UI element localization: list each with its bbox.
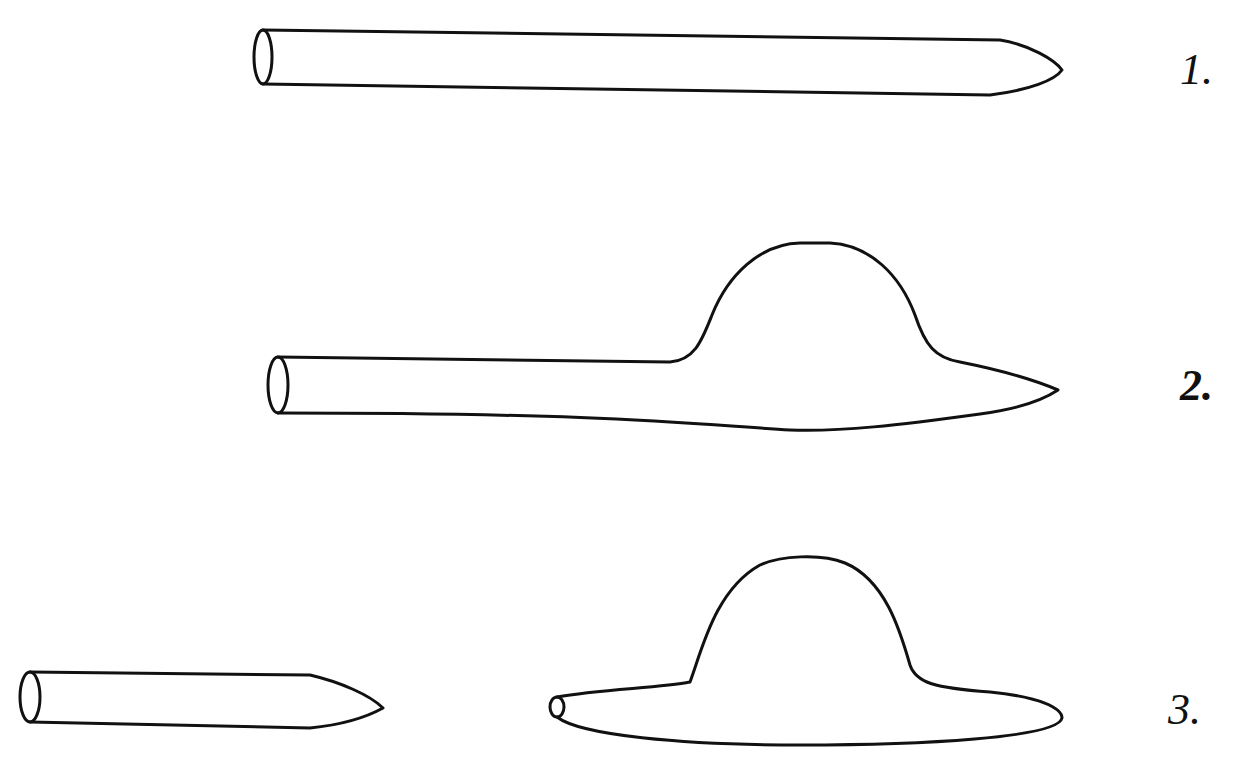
figure-number: 2.	[1180, 364, 1213, 408]
cut-bulb-piece	[550, 557, 1062, 745]
figure-number: 1.	[1180, 48, 1213, 92]
figure-number: 3.	[1168, 688, 1201, 732]
straight-tube	[254, 30, 1062, 95]
cut-tube-piece	[20, 672, 383, 728]
bulb-tube	[268, 243, 1058, 430]
